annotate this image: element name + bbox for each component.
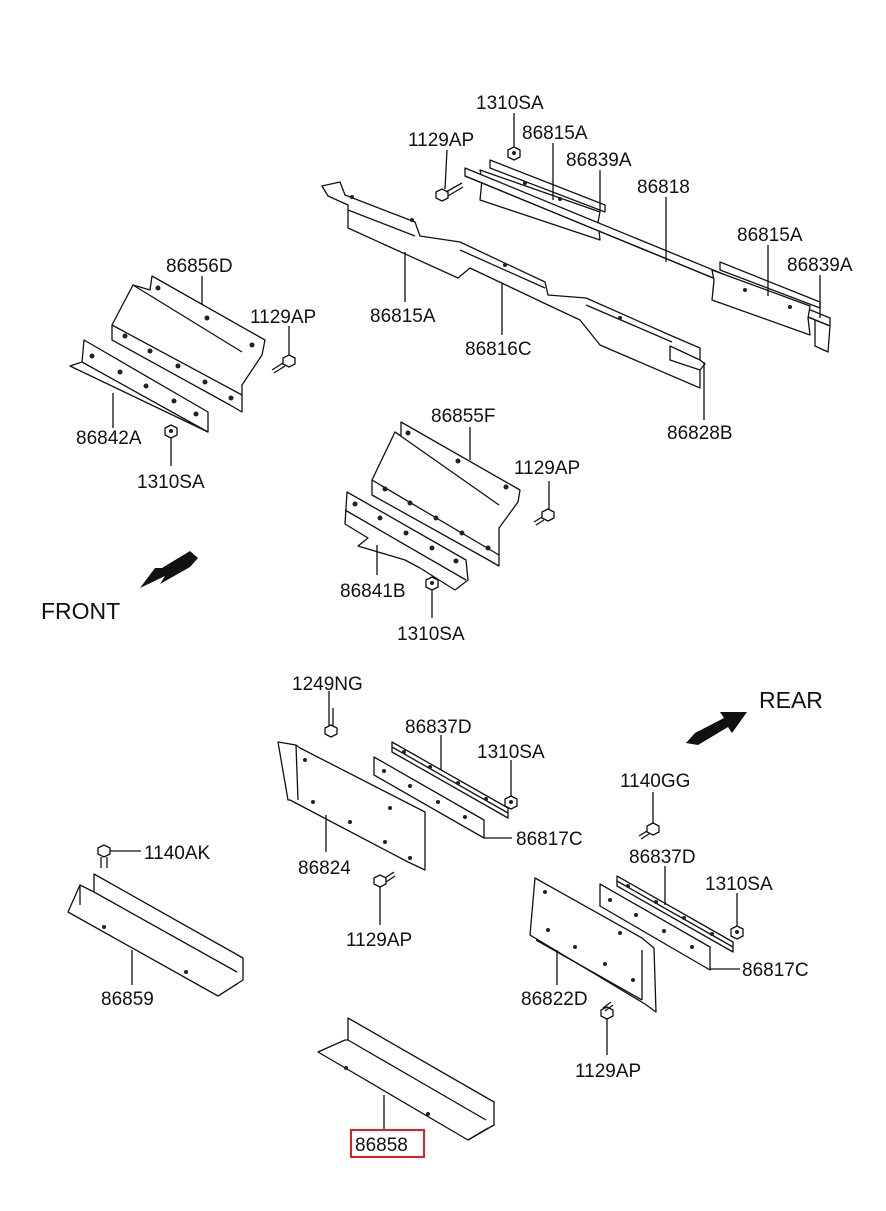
bolt-1129ap-lower[interactable] <box>373 871 396 888</box>
label-1310sa-lower: 1310SA <box>477 742 545 763</box>
bracket-86841b[interactable] <box>344 491 469 591</box>
rail-86816c[interactable] <box>321 181 701 389</box>
label-86837d: 86837D <box>405 717 472 738</box>
label-86859: 86859 <box>101 989 154 1010</box>
bolt-1129ap-center[interactable] <box>533 508 555 526</box>
rail-strip-86839a[interactable] <box>489 159 606 213</box>
label-86842a: 86842A <box>76 428 142 449</box>
label-86856d: 86856D <box>166 256 233 277</box>
label-86841b: 86841B <box>340 581 406 602</box>
rail-end-bracket-86828b[interactable] <box>669 345 706 371</box>
label-86822d: 86822D <box>521 989 588 1010</box>
hole <box>350 195 354 199</box>
rail-end-piece[interactable] <box>814 319 831 353</box>
label-86858[interactable]: 86858 <box>355 1135 408 1156</box>
hole <box>788 305 792 309</box>
bolt-1249ng[interactable] <box>324 708 338 738</box>
plate-86824[interactable] <box>277 741 426 871</box>
hole <box>743 288 747 292</box>
label-86817c-rear: 86817C <box>742 960 809 981</box>
label-1129ap-center: 1129AP <box>514 458 580 479</box>
strip-86837d[interactable] <box>391 741 509 819</box>
front-arrow-icon <box>140 551 198 588</box>
hole <box>618 316 622 320</box>
bolt-1140ak[interactable] <box>97 844 111 868</box>
label-86815a: 86815A <box>522 123 588 144</box>
label-1140gg: 1140GG <box>620 771 690 792</box>
label-1249ng: 1249NG <box>292 674 363 695</box>
panel-86817c[interactable] <box>373 756 485 839</box>
rail-strip-86815a-rear[interactable] <box>711 269 811 336</box>
hole <box>503 263 507 267</box>
bolt-1129ap-left[interactable] <box>271 354 296 374</box>
cover-86856d[interactable] <box>111 275 266 413</box>
nut-1310sa-rear[interactable] <box>730 925 744 940</box>
label-86815a-rear: 86815A <box>737 225 803 246</box>
rear-arrow-icon <box>686 712 747 745</box>
bolt-1140gg[interactable] <box>638 822 660 840</box>
side-rail-assembly <box>321 159 831 389</box>
nut-1310sa-center[interactable] <box>425 576 439 591</box>
label-1310sa-left: 1310SA <box>137 472 205 493</box>
cover-86855f[interactable] <box>371 421 521 567</box>
highlight-box <box>350 1129 425 1158</box>
strip-86837d-rear[interactable] <box>616 875 734 953</box>
hole <box>523 181 527 185</box>
label-86817c: 86817C <box>516 829 583 850</box>
label-86855f: 86855F <box>431 406 495 427</box>
rear-label: REAR <box>759 687 823 713</box>
label-86818: 86818 <box>637 177 690 198</box>
hole <box>558 197 562 201</box>
bolt-1129ap-top[interactable] <box>435 182 464 202</box>
label-86824: 86824 <box>298 858 351 879</box>
label-86828b: 86828B <box>667 423 733 444</box>
front-label: FRONT <box>41 598 120 624</box>
label-1129ap: 1129AP <box>408 130 474 151</box>
panel-86817c-rear[interactable] <box>599 883 711 971</box>
bracket-86842a[interactable] <box>69 339 209 433</box>
tray-86858[interactable] <box>317 1017 495 1141</box>
label-86839a-rear: 86839A <box>787 255 853 276</box>
label-1129ap-lower: 1129AP <box>346 930 412 951</box>
plate-86822d[interactable] <box>529 877 657 1013</box>
label-1310sa-rear: 1310SA <box>705 874 773 895</box>
hole <box>410 218 414 222</box>
bolt-1129ap-rear[interactable] <box>600 1001 614 1020</box>
label-86816c: 86816C <box>465 339 532 360</box>
label-86815a-lower: 86815A <box>370 306 436 327</box>
label-1140ak: 1140AK <box>144 843 211 864</box>
label-1129ap-rear: 1129AP <box>575 1061 641 1082</box>
nut-1310sa-top[interactable] <box>507 146 521 161</box>
leader <box>444 149 448 190</box>
label-1129ap-left: 1129AP <box>250 307 316 328</box>
label-1310sa-center: 1310SA <box>397 624 465 645</box>
nut-1310sa-left[interactable] <box>164 424 178 439</box>
label-86839a: 86839A <box>566 150 632 171</box>
label-86837d-rear: 86837D <box>629 847 696 868</box>
label-1310sa: 1310SA <box>476 93 544 114</box>
nut-1310sa-lower[interactable] <box>504 795 518 810</box>
tray-86859[interactable] <box>67 873 244 997</box>
